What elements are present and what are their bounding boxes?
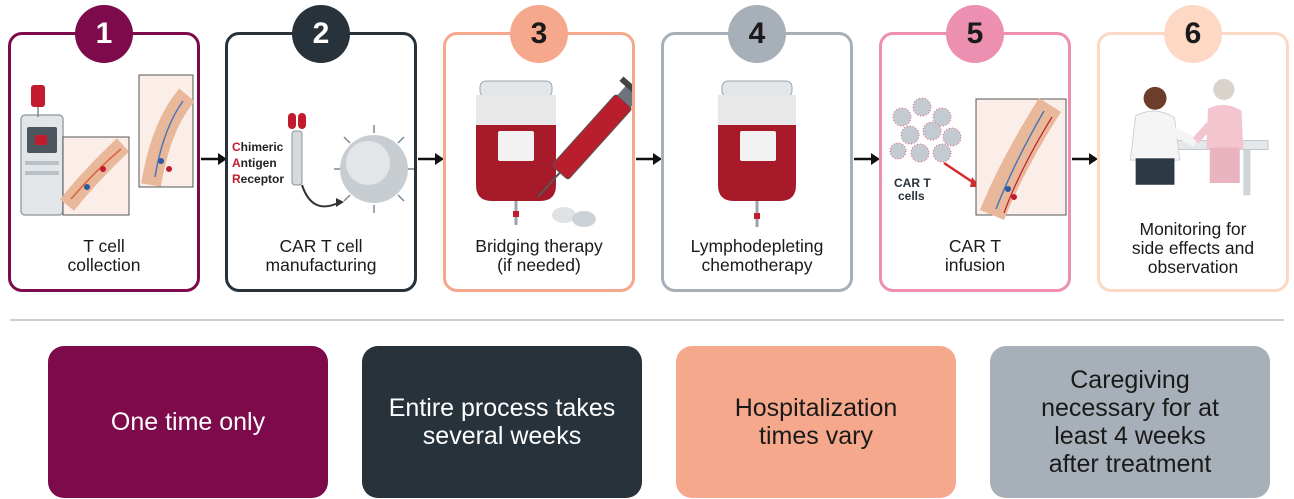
svg-text:Chimeric Antigen R: Chimeric Antigen Receptor	[232, 140, 287, 186]
car-t-infusion-illustration: CAR T cells	[889, 97, 1067, 220]
step-label: CAR T infusion	[944, 236, 1006, 275]
arrow-right-icon	[1072, 153, 1098, 165]
car-word-rest: ntigen	[241, 156, 277, 170]
step-number-badge: 2	[292, 5, 350, 63]
cells-label-line2: cells	[898, 189, 925, 203]
step-label: T cell collection	[67, 236, 141, 275]
step-1-card: 1 T cell collection	[8, 5, 200, 292]
step-5-card: 5 CAR T cells CAR T infusion	[879, 5, 1071, 292]
car-word-rest: himeric	[241, 140, 284, 154]
info-box-caregiving: Caregiving necessary for at least 4 week…	[990, 346, 1270, 498]
step-number-badge: 1	[75, 5, 133, 63]
arrow-right-icon	[418, 153, 444, 165]
cells-label-line1: CAR T	[894, 176, 931, 190]
car-letter: C	[232, 140, 241, 154]
step-6-card: 6 Monitoring for side effects and observ…	[1097, 5, 1289, 292]
car-word-rest: eceptor	[241, 172, 285, 186]
step-label: Monitoring for side effects and observat…	[1131, 219, 1255, 277]
step-number-badge: 3	[510, 5, 568, 63]
info-box-hospitalization: Hospitalization times vary	[676, 346, 956, 498]
car-manufacturing-illustration: Chimeric Antigen Receptor	[232, 113, 414, 213]
car-letter: A	[232, 156, 241, 170]
step-4-card: 4 Lymphodepleting chemotherapy	[661, 5, 853, 292]
info-box-process-duration: Entire process takes several weeks	[362, 346, 642, 498]
doctor-patient-illustration	[1129, 78, 1269, 196]
step-label: Bridging therapy (if needed)	[475, 236, 603, 275]
step-number-badge: 6	[1164, 5, 1222, 63]
step-label: CAR T cell manufacturing	[265, 236, 377, 275]
car-letter: R	[232, 172, 241, 186]
arrow-right-icon	[854, 153, 880, 165]
step-label: Lymphodepleting chemotherapy	[690, 236, 824, 275]
step-number-badge: 5	[946, 5, 1004, 63]
iv-bag-illustration	[718, 80, 796, 227]
arrow-right-icon	[636, 153, 662, 165]
step-2-card: 2 Chimeric Antigen Receptor CAR T cell m…	[225, 5, 417, 292]
step-number-badge: 4	[728, 5, 786, 63]
info-box-one-time: One time only	[48, 346, 328, 498]
step-3-card: 3 Bridging therapy (if needed)	[443, 5, 635, 292]
section-divider	[10, 319, 1284, 321]
svg-text:CAR T cells: CAR T cells	[894, 176, 934, 203]
t-cell-collection-illustration	[20, 74, 195, 216]
arrow-right-icon	[201, 153, 227, 165]
iv-bag-syringe-illustration	[476, 76, 632, 227]
